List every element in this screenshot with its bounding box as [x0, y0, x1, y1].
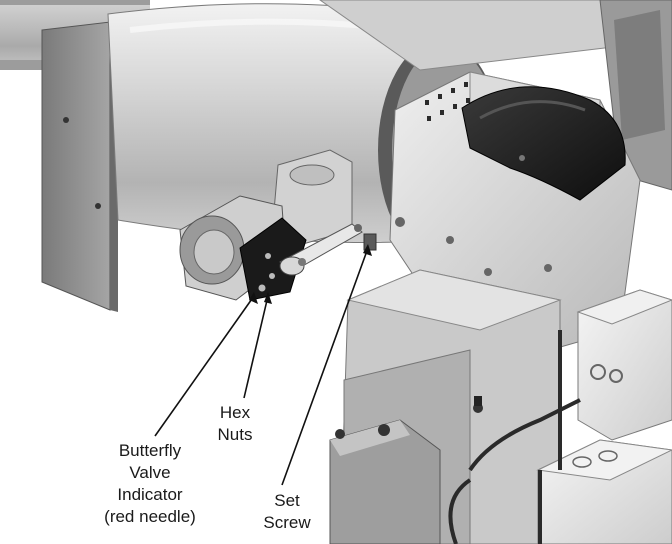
- callout-line: Hex: [219, 403, 251, 422]
- conduit: [448, 330, 581, 544]
- butterfly-valve-body: [179, 149, 353, 301]
- callout-line: Screw: [263, 513, 311, 532]
- junction-box-upper: [576, 289, 672, 441]
- callout-line: (red needle): [104, 507, 196, 526]
- callout-butterfly-valve-indicator: Butterfly Valve Indicator (red needle): [70, 440, 230, 528]
- callout-line: Butterfly: [118, 441, 182, 460]
- callout-hex-nuts: Hex Nuts: [205, 402, 265, 446]
- callout-line: Valve: [129, 463, 171, 482]
- callout-line: Set: [274, 491, 300, 510]
- leader-set-screw: [281, 247, 369, 486]
- upper-bracket: [319, 0, 672, 191]
- leader-butterfly-valve: [154, 295, 255, 437]
- junction-box-lower: [536, 439, 672, 544]
- black-cover: [461, 86, 626, 201]
- leader-lines: [154, 247, 369, 486]
- leader-arrowheads: [249, 244, 372, 304]
- motor: [329, 419, 441, 544]
- callout-line: Nuts: [217, 425, 253, 444]
- callout-set-screw: Set Screw: [252, 490, 322, 534]
- leader-hex-nuts: [243, 295, 269, 399]
- callout-line: Indicator: [117, 485, 183, 504]
